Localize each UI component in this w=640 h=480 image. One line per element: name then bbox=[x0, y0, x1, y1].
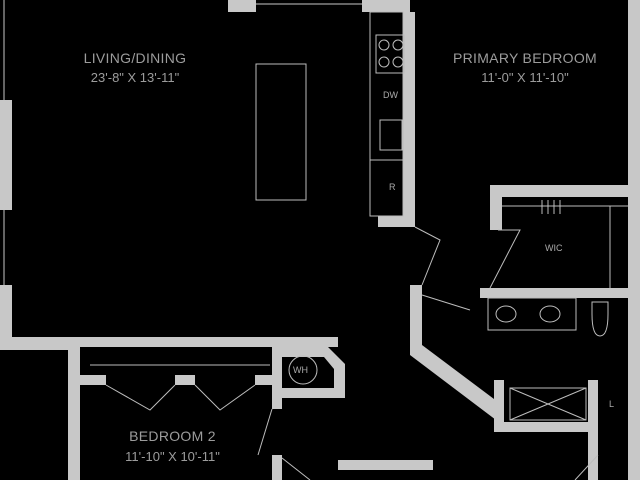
kitchen-counter bbox=[369, 11, 404, 217]
closet-left-wall bbox=[80, 375, 106, 385]
wic-shelving bbox=[502, 200, 628, 288]
bath2-door bbox=[281, 457, 311, 480]
bedroom2-left-wall bbox=[68, 337, 80, 480]
bedroom2-right-wall-lower bbox=[272, 455, 282, 480]
burner-icon bbox=[378, 56, 390, 68]
kitchen-primary-wall bbox=[403, 12, 415, 227]
range bbox=[375, 34, 405, 74]
bath2-top-wall bbox=[338, 460, 433, 470]
shower-left-wall bbox=[494, 380, 504, 432]
shower bbox=[509, 387, 587, 421]
closet-door-right bbox=[194, 384, 256, 411]
bedroom2-top-wall bbox=[68, 337, 338, 347]
bath-door bbox=[421, 294, 471, 311]
wic-label: WIC bbox=[545, 243, 563, 253]
sink-icon bbox=[495, 305, 517, 323]
wic-top-wall bbox=[490, 185, 640, 197]
linen-wall bbox=[588, 380, 598, 480]
water-heater-closet-wall bbox=[282, 347, 345, 398]
dishwasher-label: DW bbox=[383, 90, 398, 100]
bedroom2-dims: 11'-10" X 10'-11" bbox=[125, 449, 220, 464]
bedroom2-closets bbox=[90, 355, 318, 411]
closet-middle-wall bbox=[175, 375, 195, 385]
refrigerator-label: R bbox=[389, 182, 396, 192]
living-bottom-wall-left bbox=[0, 337, 80, 350]
left-wall-lower bbox=[0, 285, 12, 350]
doors bbox=[71, 226, 599, 480]
bath-top-wall bbox=[480, 288, 640, 298]
closet-divider-wall bbox=[272, 337, 282, 409]
water-heater-label: WH bbox=[293, 365, 308, 375]
burner-icon bbox=[392, 39, 404, 51]
living-room-name: LIVING/DINING bbox=[83, 50, 187, 66]
primary-bedroom-name: PRIMARY BEDROOM bbox=[452, 50, 597, 66]
burner-icon bbox=[392, 56, 404, 68]
kitchen-island bbox=[255, 63, 307, 201]
burner-icon bbox=[378, 39, 390, 51]
primary-bath bbox=[487, 297, 609, 421]
top-wall-right bbox=[362, 0, 410, 12]
bedroom2-door bbox=[257, 408, 273, 456]
left-wall-window-1 bbox=[0, 100, 12, 210]
shower-x bbox=[509, 387, 587, 421]
refrigerator bbox=[369, 159, 404, 217]
wic-left-wall bbox=[490, 185, 502, 230]
primary-bedroom-dims: 11'-0" X 11'-10" bbox=[481, 70, 569, 85]
linen-label: L bbox=[609, 399, 615, 409]
water-heater-icon bbox=[288, 355, 318, 385]
linen-door bbox=[574, 454, 599, 480]
kitchen-wall-foot bbox=[378, 216, 415, 227]
primary-bedroom-door bbox=[414, 226, 441, 286]
shower-bottom-wall bbox=[494, 422, 594, 432]
sink-icon bbox=[539, 305, 561, 323]
bedroom2-name: BEDROOM 2 bbox=[129, 428, 216, 444]
right-wall bbox=[628, 0, 640, 480]
living-room-dims: 23'-8" X 13'-11" bbox=[90, 70, 180, 85]
closet-door-left bbox=[105, 384, 176, 411]
double-vanity bbox=[487, 297, 577, 331]
top-wall-left bbox=[228, 0, 256, 12]
kitchen-sink bbox=[379, 119, 403, 151]
primary-bath-angled-wall bbox=[410, 285, 502, 420]
closet-right-wall bbox=[255, 375, 275, 385]
toilet-icon bbox=[591, 301, 609, 337]
kitchen bbox=[255, 11, 405, 217]
wic-door bbox=[489, 229, 521, 289]
